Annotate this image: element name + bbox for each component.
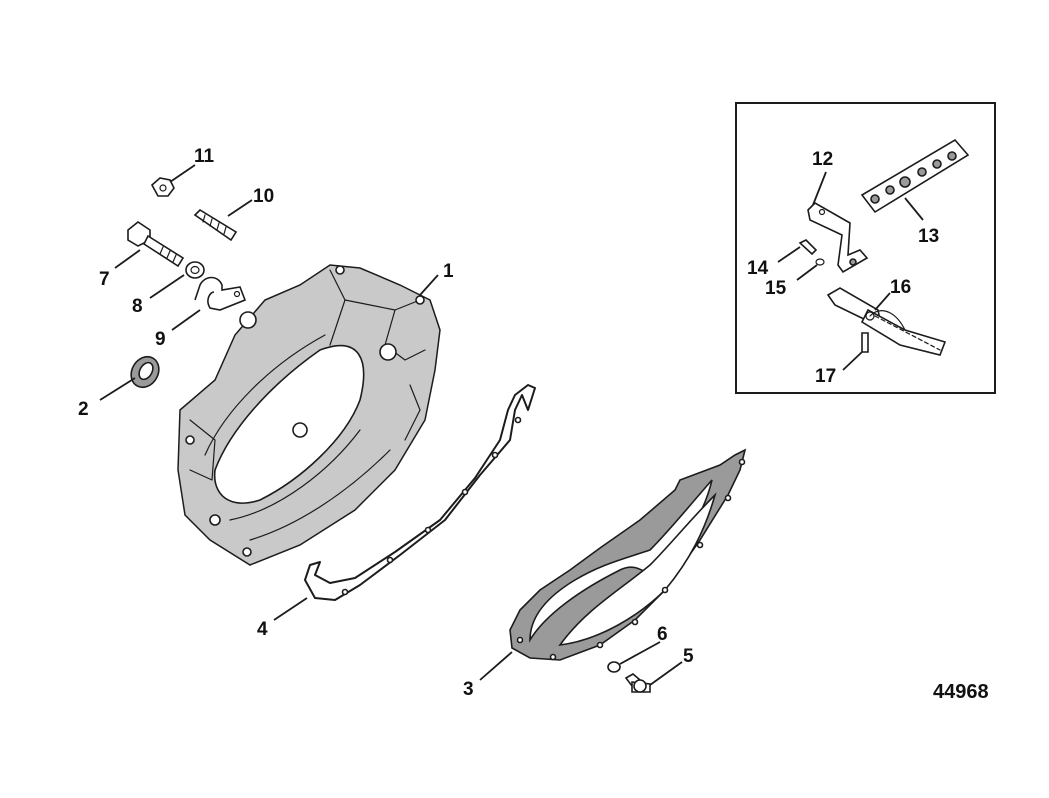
callout-7: 7 [99,269,110,290]
flywheel-housing [177,264,441,566]
flywheel-cover [509,448,747,661]
callout-8: 8 [132,296,143,317]
washer [185,261,205,279]
callout-2: 2 [78,399,89,420]
callout-13: 13 [918,226,939,247]
callout-12: 12 [812,149,833,170]
gasket [304,384,536,601]
callout-17: 17 [815,366,836,387]
callout-16: 16 [890,277,911,298]
callout-11: 11 [194,146,215,167]
screw [624,673,651,693]
figure-reference-number: 44968 [933,681,989,703]
leader-lines [99,164,941,686]
callout-9: 9 [155,329,166,350]
callout-10: 10 [253,186,274,207]
nut [150,177,175,197]
clamp [826,287,947,356]
bracket [807,202,869,274]
pin [861,332,869,353]
small-washer [607,661,621,673]
callout-4: 4 [257,619,268,640]
callout-6: 6 [657,624,668,645]
callout-3: 3 [463,679,474,700]
callout-5: 5 [683,646,694,667]
inset-screw [798,239,818,256]
callout-labels: 1 2 3 4 5 6 7 8 9 10 11 12 13 14 15 16 1… [78,146,939,700]
seal [130,355,160,389]
inset-washer [815,258,825,266]
inset-detail [735,102,996,394]
clip [194,276,247,311]
stud [193,208,238,242]
callout-14: 14 [747,258,769,279]
terminal-strip [860,138,970,214]
callout-1: 1 [443,261,454,282]
callout-15: 15 [765,278,787,299]
bolt [127,221,185,268]
